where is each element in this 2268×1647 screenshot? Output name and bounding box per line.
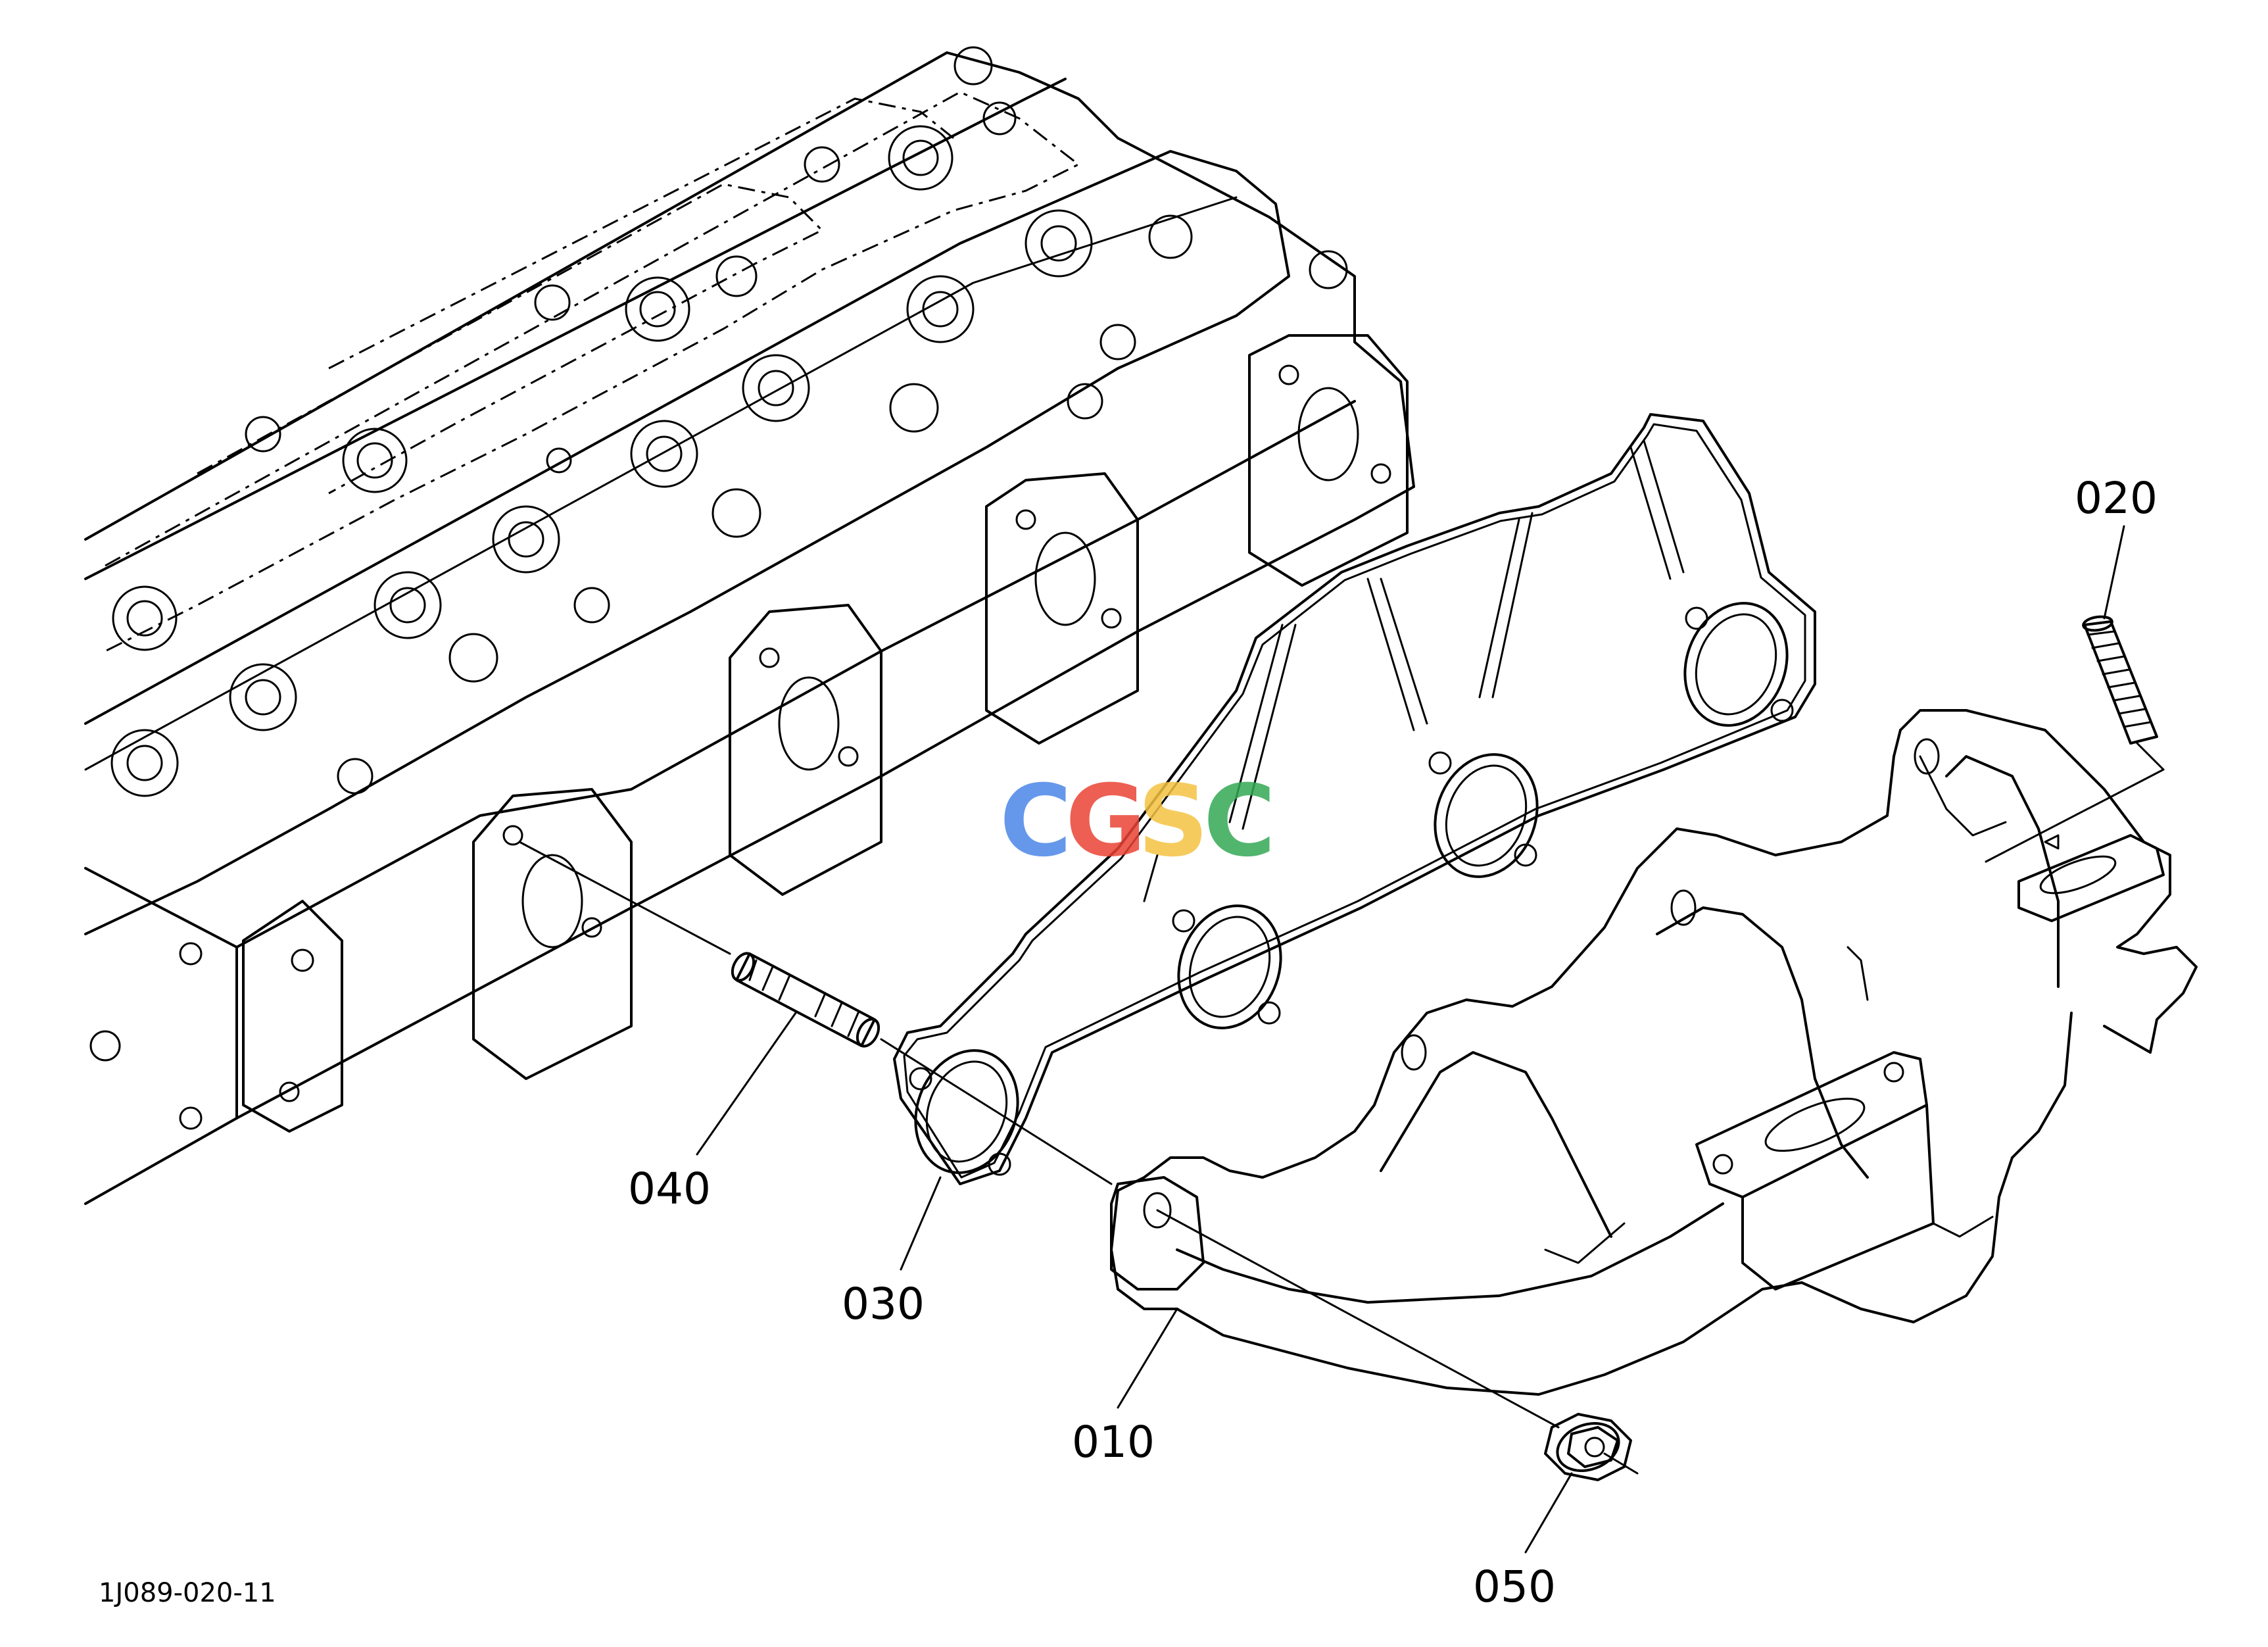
watermark-letter-3: S — [1138, 764, 1209, 879]
watermark-letter-1: C — [1000, 764, 1072, 879]
exhaust-manifold-010 — [1110, 709, 2198, 1396]
head-bolt-holes — [89, 46, 1348, 1130]
watermark-letter-2: G — [1065, 764, 1146, 879]
manifold-gasket-030 — [893, 413, 1816, 1185]
leader-lines — [696, 525, 2125, 1554]
head-port-bosses — [242, 334, 1409, 1133]
callout-label-040: 040 — [628, 1164, 711, 1214]
cylinder-head — [84, 46, 1415, 1205]
stud-020 — [2082, 615, 2158, 745]
callout-label-050: 050 — [1473, 1561, 1556, 1612]
callout-label-030: 030 — [842, 1279, 925, 1329]
callout-label-010: 010 — [1072, 1417, 1155, 1467]
callout-labels: 020 040 030 010 050 — [628, 473, 2158, 1612]
figure-code: 1J089-020-11 — [99, 1578, 276, 1608]
watermark-letter-4: C — [1203, 764, 1276, 879]
flange-nut-050 — [1544, 1413, 1632, 1481]
assembly-centerlines — [518, 742, 2165, 1475]
callout-label-020: 020 — [2075, 473, 2158, 524]
stud-040 — [731, 952, 881, 1048]
watermark-logo: C G S C — [1000, 764, 1276, 879]
